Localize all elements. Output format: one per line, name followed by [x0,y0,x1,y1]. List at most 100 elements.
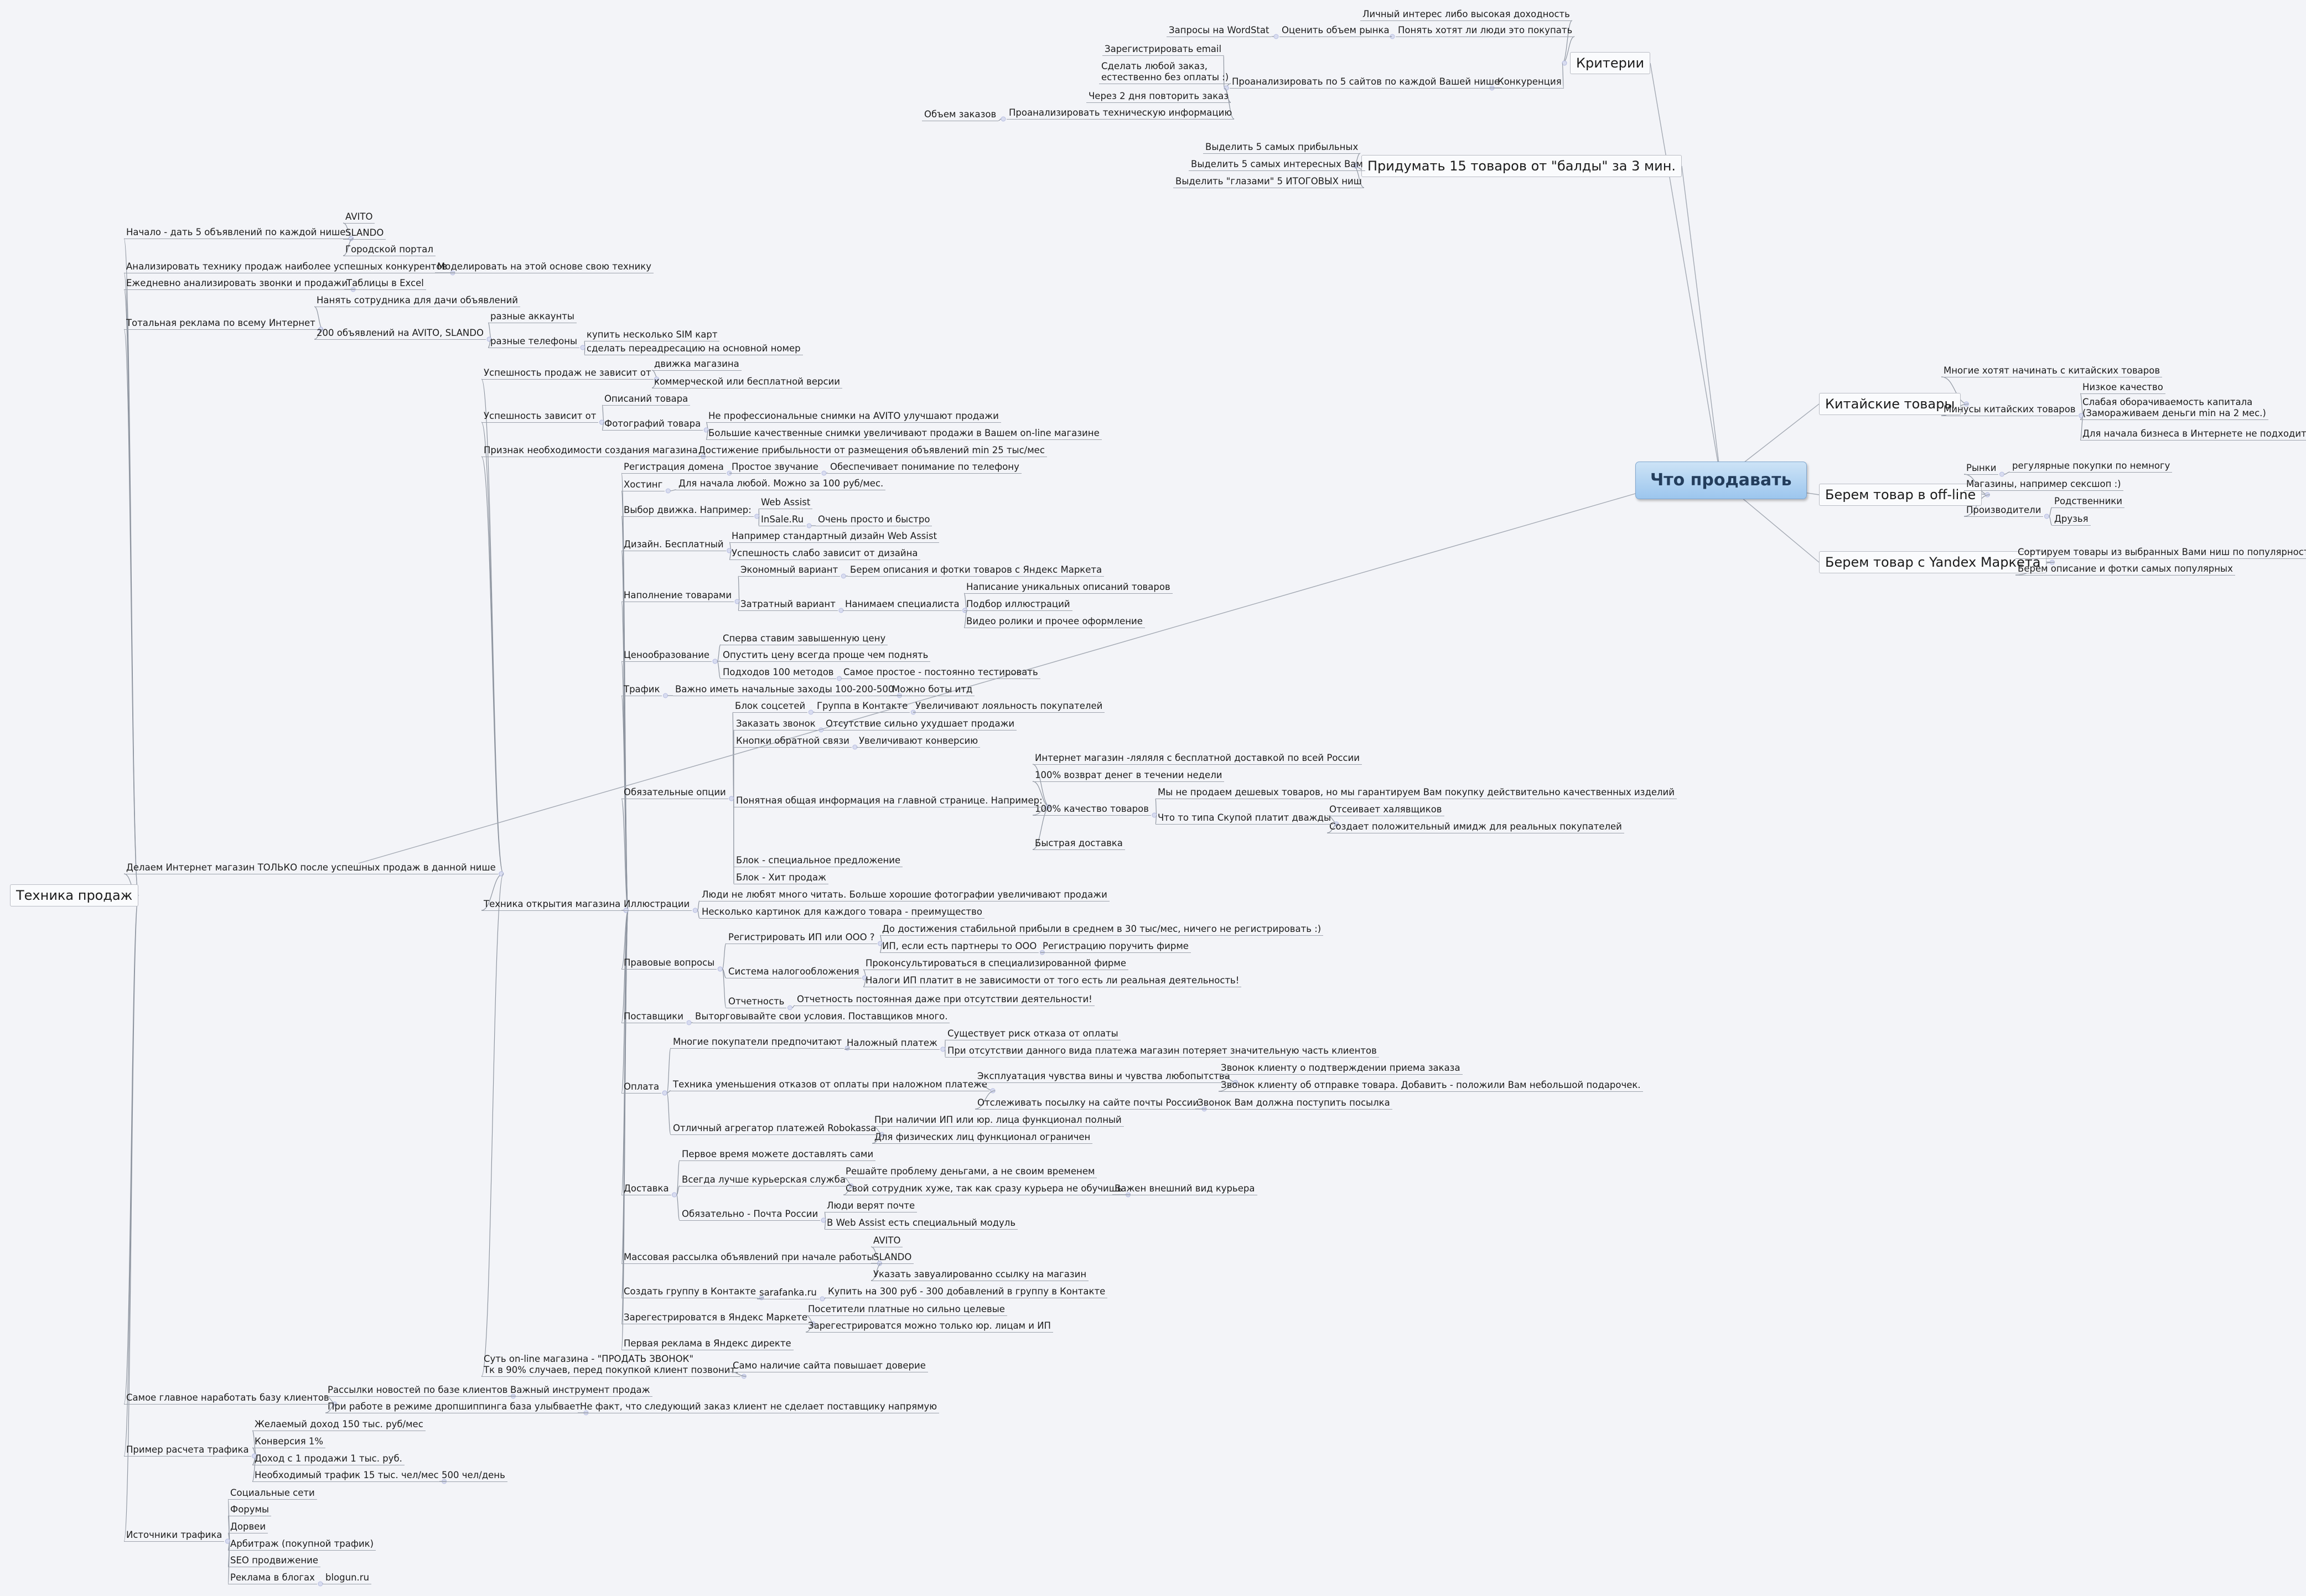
node-design[interactable]: Дизайн. Бесплатный [624,539,724,550]
node-info-cut[interactable]: Отсеивает халявщиков [1329,804,1442,815]
node-insale[interactable]: InSale.Ru [761,514,804,525]
node-traffic-val[interactable]: Важно иметь начальные заходы 100-200-500 [675,684,894,695]
node-chinese-start[interactable]: Для начала бизнеса в Интернете не подход… [2082,428,2306,439]
node-calc[interactable]: Пример расчета трафика [126,1444,249,1455]
node-direct[interactable]: Первая реклама в Яндекс директе [624,1338,791,1349]
node-fill[interactable]: Наполнение товарами [624,590,732,600]
node-src-arb[interactable]: Арбитраж (покупной трафик) [230,1538,374,1549]
node-model[interactable]: Моделировать на этой основе свою технику [437,261,651,272]
node-main-info[interactable]: Понятная общая информация на главной стр… [736,795,1043,806]
node-offline-producers[interactable]: Производители [1966,505,2041,515]
node-robo-phys[interactable]: Для физических лиц функционал ограничен [874,1132,1091,1142]
collapse-dot[interactable] [318,1581,323,1587]
node-report-val[interactable]: Отчетность постоянная даже при отсутстви… [797,994,1092,1004]
node-suppliers-val[interactable]: Выторговывайте свои условия. Поставщиков… [695,1011,948,1022]
node-kriterii-repeat[interactable]: Через 2 дня повторить заказ [1089,91,1229,101]
node-delivery[interactable]: Доставка [624,1183,669,1194]
node-avito[interactable]: AVITO [345,211,373,222]
node-tax-consult[interactable]: Проконсультироваться в специализированно… [866,958,1127,968]
node-mass[interactable]: Массовая рассылка объявлений при начале … [624,1252,874,1262]
node-analyze-tech[interactable]: Анализировать технику продаж наиболее ус… [126,261,448,272]
collapse-dot[interactable] [672,1192,677,1198]
node-fill-unique[interactable]: Написание уникальных описаний товаров [966,582,1170,592]
collapse-dot[interactable] [754,514,760,519]
collapse-dot[interactable] [729,796,734,801]
node-deliv-trust[interactable]: Люди верят почте [827,1200,915,1211]
node-tax[interactable]: Система налогообложения [728,966,859,977]
node-pay-risk[interactable]: Существует риск отказа от оплаты [947,1028,1118,1039]
node-kriterii[interactable]: Критерии [1570,52,1651,74]
node-hit[interactable]: Блок - Хит продаж [736,872,826,883]
node-src-doorways[interactable]: Дорвеи [230,1521,266,1532]
node-report[interactable]: Отчетность [728,996,785,1007]
node-photos[interactable]: Фотографий товара [604,418,701,429]
node-design-weak[interactable]: Успешность слабо зависит от дизайна [732,548,918,558]
collapse-dot[interactable] [1152,812,1157,818]
node-feedback-val[interactable]: Увеличивают конверсию [859,735,978,746]
node-pay-prefer[interactable]: Многие покупатели предпочитают [673,1037,842,1047]
node-calc-sale[interactable]: Доход с 1 продажи 1 тыс. руб. [255,1453,402,1464]
node-suppliers[interactable]: Поставщики [624,1011,683,1022]
node-sign[interactable]: Признак необходимости создания магазина [484,445,698,455]
node-pay-guilt[interactable]: Эксплуатация чувства вины и чувства любо… [977,1071,1230,1081]
collapse-dot[interactable] [808,709,813,715]
node-illus-read[interactable]: Люди не любят много читать. Больше хорош… [702,889,1107,900]
node-calc-income[interactable]: Желаемый доход 150 тыс. руб/мес [255,1419,423,1429]
node-ym-paid[interactable]: Посетители платные но сильно целевые [808,1304,1005,1314]
node-depends[interactable]: Успешность зависит от [484,411,597,421]
node-sign-val[interactable]: Достижение прибыльности от размещения об… [698,445,1045,455]
node-daily[interactable]: Ежедневно анализировать звонки и продажи [126,278,348,288]
collapse-dot[interactable] [940,1046,946,1052]
node-traffic[interactable]: Трафик [624,684,660,695]
node-kriterii-order[interactable]: Сделать любой заказ, естественно без опл… [1101,61,1229,82]
node-options[interactable]: Обязательные опции [624,787,726,797]
node-fill-eco[interactable]: Экономный вариант [740,564,838,575]
node-vk-create[interactable]: Создать группу в Контакте [624,1286,756,1297]
node-offline-shops[interactable]: Магазины, например сексшоп :) [1966,479,2121,489]
node-pricing-high[interactable]: Сперва ставим завышенную цену [723,633,886,644]
node-kriterii-wordstat[interactable]: Запросы на WordStat [1169,25,1269,35]
node-reg-ip-no[interactable]: До достижения стабильной прибыли в средн… [882,924,1322,934]
node-info-fast[interactable]: Быстрая доставка [1035,838,1123,848]
node-sarafanka[interactable]: sarafanka.ru [759,1287,817,1298]
collapse-dot[interactable] [1273,34,1279,39]
node-invent15[interactable]: Придумать 15 товаров от "балды" за 3 мин… [1361,155,1682,177]
node-deliv-post[interactable]: Обязательно - Почта России [682,1209,818,1219]
collapse-dot[interactable] [225,1538,230,1544]
node-sim[interactable]: купить несколько SIM карт [587,329,718,340]
node-feedback[interactable]: Кнопки обратной связи [736,735,849,746]
node-src-social[interactable]: Социальные сети [230,1488,315,1498]
node-callback-val[interactable]: Отсутствие сильно ухудшает продажи [826,718,1015,729]
collapse-dot[interactable] [692,908,698,913]
node-pay-reduce[interactable]: Техника уменьшения отказов от оплаты при… [673,1079,988,1090]
node-illus[interactable]: Иллюстрации [624,899,690,909]
node-opening[interactable]: Техника открытия магазина [484,899,621,909]
node-robo-ip[interactable]: При наличии ИП или юр. лица функционал п… [874,1115,1122,1125]
node-fill-hire[interactable]: Нанимаем специалиста [845,599,960,609]
node-commercial[interactable]: коммерческой или бесплатной версии [654,376,840,387]
node-mass-link[interactable]: Указать завуалированно ссылку на магазин [873,1269,1087,1279]
node-info-quality[interactable]: 100% качество товаров [1035,804,1149,814]
node-chinese-quality[interactable]: Низкое качество [2082,382,2163,392]
node-robokassa[interactable]: Отличный агрегатор платежей Robokassa [673,1123,877,1133]
node-accounts[interactable]: разные аккаунты [490,311,574,322]
collapse-dot[interactable] [580,345,585,350]
node-legal[interactable]: Правовые вопросы [624,957,715,968]
node-excel[interactable]: Таблицы в Excel [346,278,424,288]
node-kriterii-estimate[interactable]: Оценить объем рынка [1282,25,1390,35]
node-deliv-look[interactable]: Важен внешний вид курьера [1115,1183,1255,1194]
node-invent-eyes[interactable]: Выделить "глазами" 5 ИТОГОВЫХ ниш [1175,176,1362,186]
node-kriterii-email[interactable]: Зарегистрировать email [1105,44,1222,54]
node-base-tool[interactable]: Важный инструмент продаж [510,1385,650,1395]
node-phones[interactable]: разные телефоны [490,336,578,346]
node-vk-buy[interactable]: Купить на 300 руб - 300 добавлений в гру… [828,1286,1106,1297]
node-info-refund[interactable]: 100% возврат денег в течении недели [1035,770,1222,780]
node-reg-ip-partners[interactable]: ИП, если есть партнеры то ООО [882,941,1037,951]
collapse-dot[interactable] [734,599,740,604]
node-domain-simple[interactable]: Простое звучание [732,462,818,472]
node-mass-avito[interactable]: AVITO [873,1235,901,1246]
node-photos-np[interactable]: Не профессиональные снимки на AVITO улуч… [708,411,999,421]
node-pricing[interactable]: Ценообразование [624,650,710,660]
node-design-std[interactable]: Например стандартный дизайн Web Assist [732,531,937,541]
node-info-image[interactable]: Создает положительный имидж для реальных… [1329,821,1622,832]
